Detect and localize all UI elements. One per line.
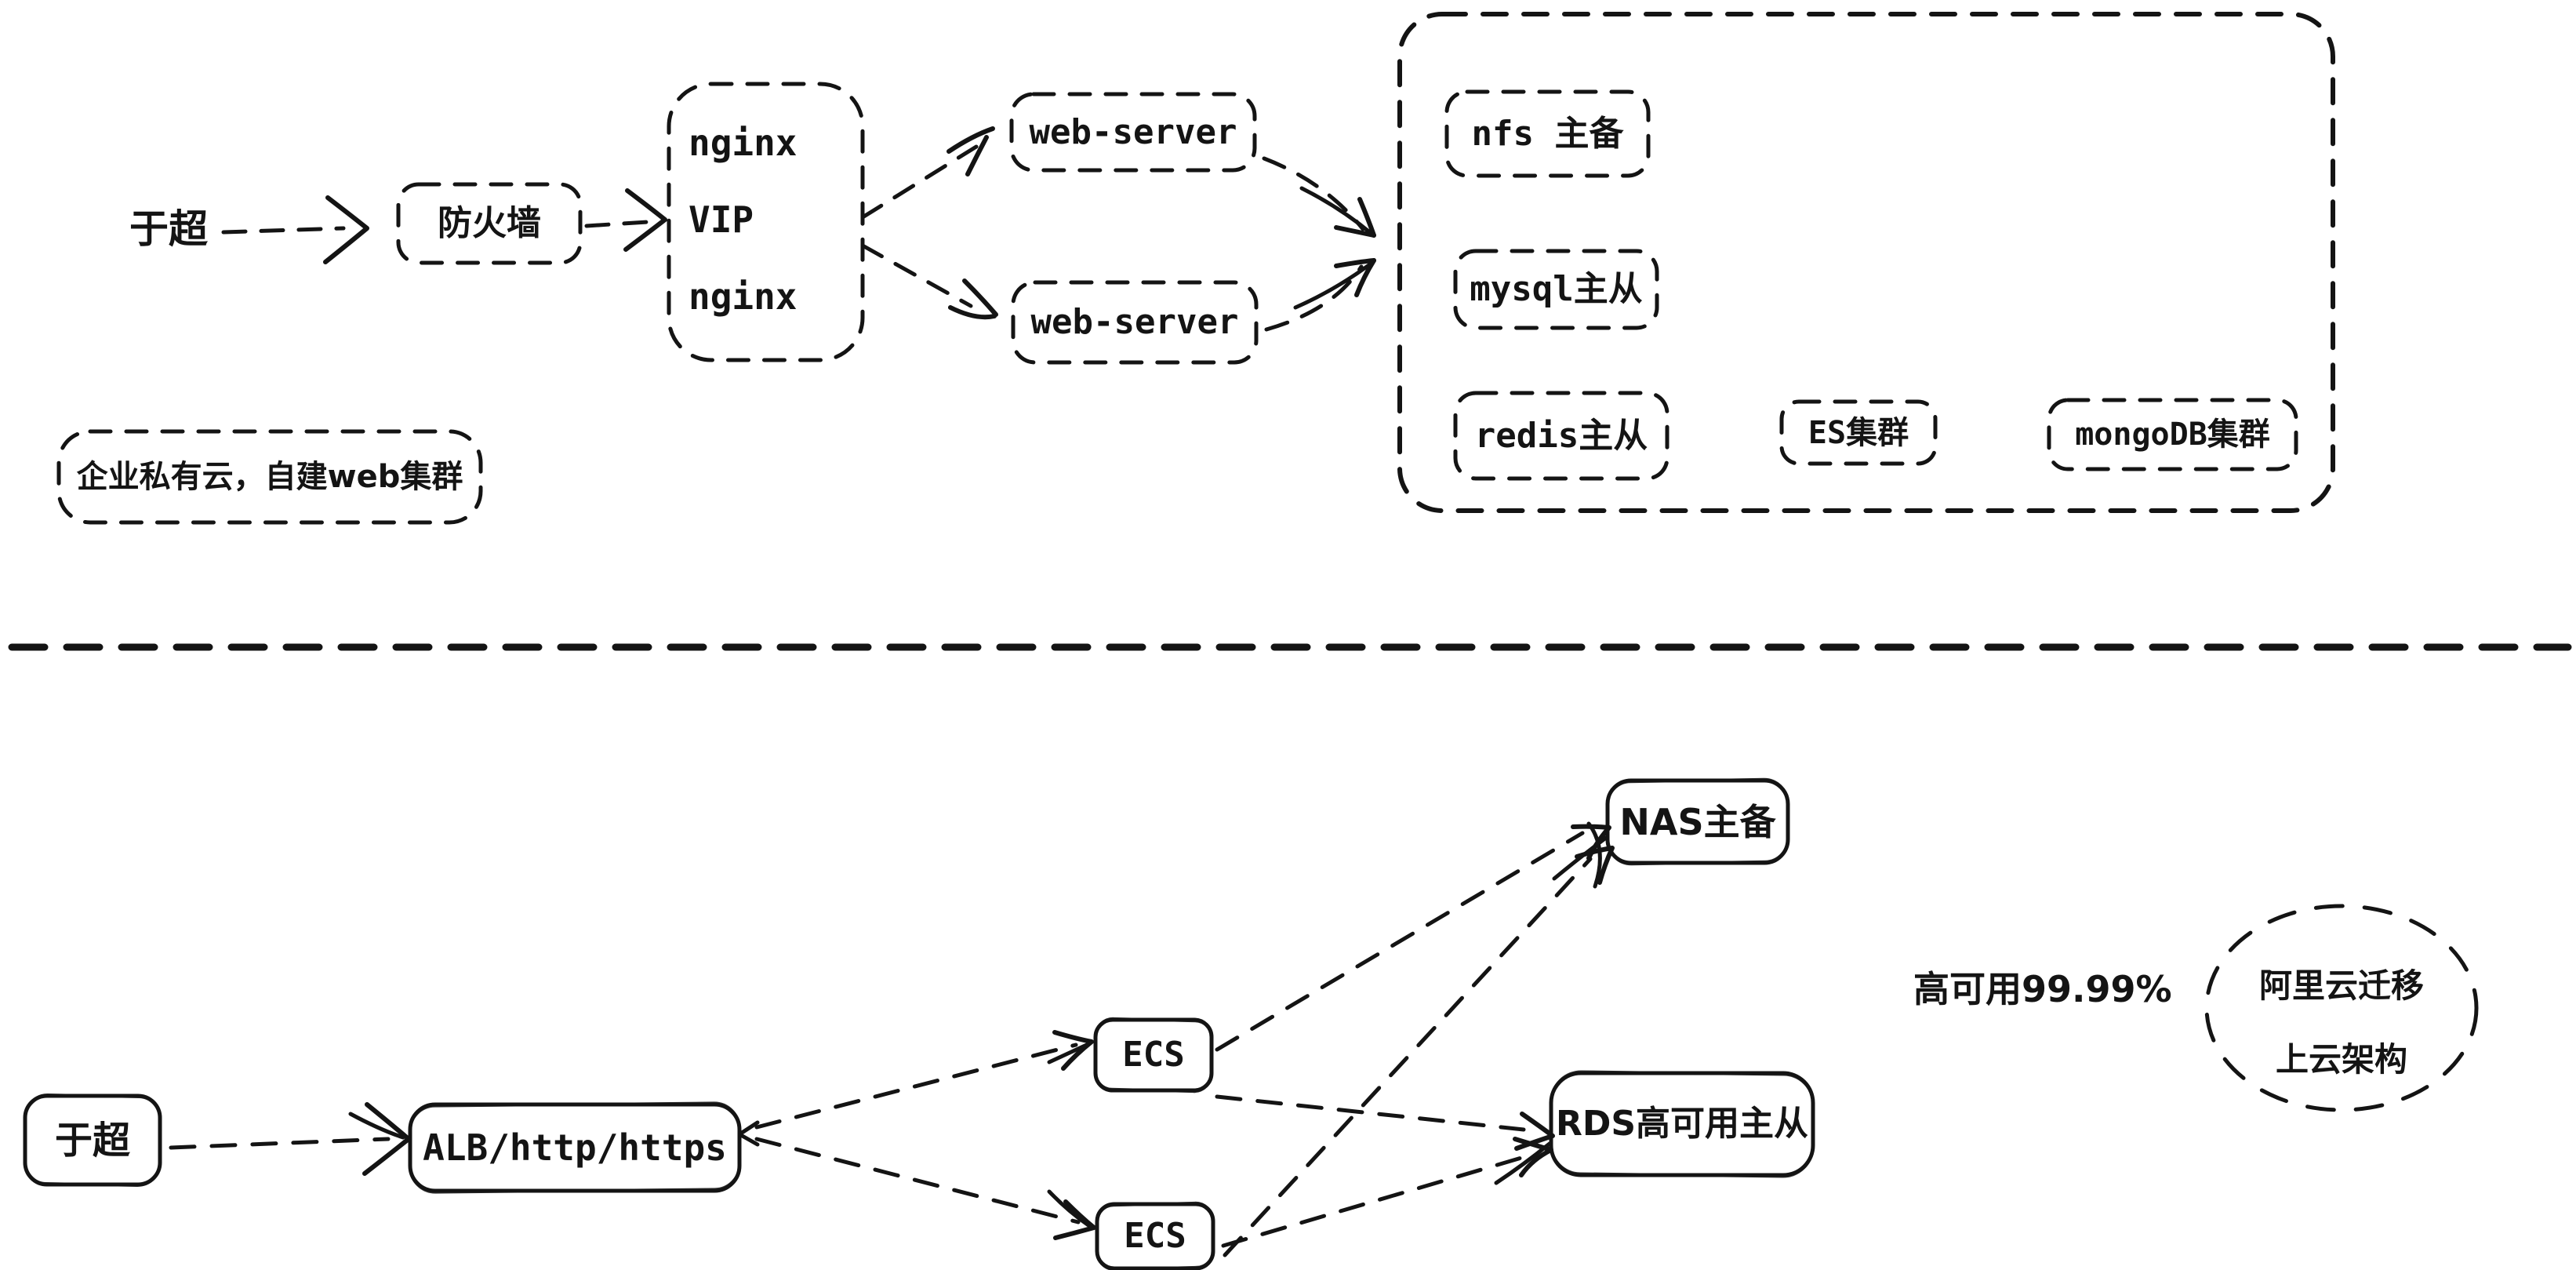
web-server-2-label: web-server — [1030, 302, 1239, 342]
web-server-1-box — [1009, 92, 1257, 173]
arrow-ecs1-to-nas-line — [1215, 831, 1585, 1052]
firewall-label: 防火墙 — [438, 203, 541, 243]
arrow-alb-to-ecs2-swoosh-icon — [1047, 1189, 1091, 1228]
nfs-box — [1444, 89, 1651, 178]
arrow-nginx-to-web2-head-icon — [962, 278, 998, 317]
cloud-migration-line2-label: 上云架构 — [2275, 1040, 2407, 1079]
arrow-web2-to-cluster-line — [1264, 264, 1364, 332]
arrow-user-to-alb-head-icon — [362, 1102, 411, 1176]
alb-label: ALB/http/https — [423, 1126, 727, 1169]
sla-label: 高可用99.99% — [1913, 968, 2172, 1010]
private-cloud-caption-box — [56, 429, 483, 525]
rds-label: RDS高可用主从 — [1555, 1104, 1809, 1144]
cloud-migration-circle — [2204, 904, 2479, 1112]
alb-box-sketch — [409, 1101, 741, 1194]
arrow-web2-to-cluster-head2-icon — [1354, 258, 1376, 297]
rds-box-sketch — [1549, 1070, 1815, 1178]
user-label-top: 于超 — [129, 206, 208, 252]
arrow-nas-swoosh1-icon — [1552, 835, 1608, 881]
es-label: ES集群 — [1808, 414, 1909, 451]
redis-box — [1453, 391, 1669, 481]
arrow-firewall-to-nginx-head-icon — [623, 188, 667, 252]
arrow-web1-to-cluster-head-icon — [1357, 197, 1376, 238]
mysql-box — [1453, 249, 1659, 330]
arrow-nas-swoosh2-icon — [1586, 821, 1602, 889]
arrow-user-to-firewall-head-icon — [323, 195, 369, 264]
arrow-alb-to-ecs2-line — [754, 1137, 1081, 1225]
arrow-firewall-to-nginx-line — [584, 220, 649, 228]
firewall-box — [396, 182, 583, 265]
backend-cluster-container — [1397, 12, 2335, 513]
arrow-nginx-to-web1-line — [860, 144, 979, 220]
mongodb-label: mongoDB集群 — [2075, 417, 2270, 453]
arrow-rds-head2-icon — [1513, 1137, 1553, 1177]
arrow-web2-to-cluster-swoosh-icon — [1293, 262, 1372, 310]
redis-label: redis主从 — [1474, 415, 1648, 456]
arrow-user-to-firewall-line — [221, 226, 346, 235]
arrow-alb-to-ecs2-head-icon — [1053, 1199, 1096, 1240]
web-server-1-label: web-server — [1029, 111, 1237, 152]
arrow-alb-to-ecs1-line — [754, 1043, 1078, 1130]
arrow-nginx-to-web2-line — [860, 243, 973, 308]
arrow-nginx-to-web1-head2-icon — [965, 135, 989, 176]
nginx-bottom-label: nginx — [689, 275, 798, 318]
arrow-nginx-to-web2-head2-icon — [948, 305, 997, 320]
cloud-migration-line1-label: 阿里云迁移 — [2258, 966, 2424, 1005]
arrow-ecs1-to-rds-line — [1215, 1094, 1526, 1132]
nas-box-sketch — [1605, 777, 1790, 866]
arrow-ecs2-to-rds-line — [1221, 1155, 1524, 1248]
arrow-nginx-to-web1-head-icon — [946, 126, 995, 154]
arrow-alb-to-ecs1-swoosh-icon — [1047, 1041, 1092, 1064]
arrow-rds-swoosh-icon — [1494, 1141, 1552, 1185]
web-server-2-box — [1011, 280, 1259, 365]
nginx-top-label: nginx — [689, 122, 798, 164]
arrow-web1-to-cluster-line — [1262, 156, 1365, 231]
ecs-1-box-sketch — [1093, 1017, 1214, 1094]
arrow-web1-to-cluster-swoosh-icon — [1299, 186, 1373, 235]
cloud-user-box-sketch — [23, 1094, 162, 1187]
arrow-user-to-alb-line — [169, 1137, 391, 1150]
ecs-1-label: ECS — [1122, 1035, 1185, 1075]
arrow-user-to-alb-swoosh-icon — [348, 1112, 405, 1140]
mongodb-box — [2047, 398, 2298, 471]
ecs-2-box-sketch — [1095, 1201, 1215, 1270]
vip-label: VIP — [689, 198, 754, 241]
nas-label: NAS主备 — [1619, 800, 1776, 843]
private-cloud-caption-label: 企业私有云，自建web集群 — [76, 459, 463, 495]
mysql-label: mysql主从 — [1470, 269, 1643, 309]
nfs-label: nfs 主备 — [1471, 113, 1624, 154]
arrow-ecs2-to-nas-line — [1223, 857, 1593, 1257]
arrow-alb-to-ecs1-head-icon — [1052, 1030, 1094, 1071]
es-box — [1779, 399, 1938, 466]
ecs-2-label: ECS — [1124, 1216, 1186, 1256]
nginx-vip-box — [667, 82, 865, 362]
alb-fanout-tail-icon — [737, 1120, 760, 1147]
user-label-bottom: 于超 — [54, 1118, 130, 1163]
